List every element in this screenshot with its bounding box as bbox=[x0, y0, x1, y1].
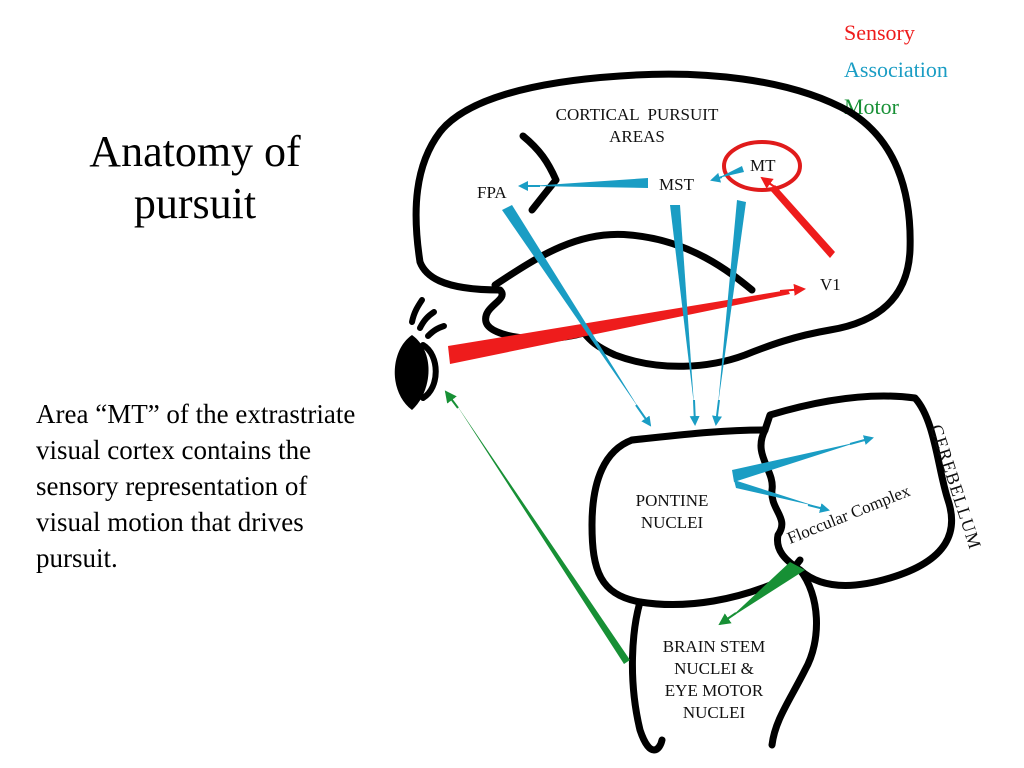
brainstem-label-line1: BRAIN STEM bbox=[663, 637, 765, 656]
brainstem-label-line4: NUCLEI bbox=[683, 703, 746, 722]
brainstem-label-line3: EYE MOTOR bbox=[665, 681, 764, 700]
eye-to-v1-tract bbox=[448, 290, 790, 364]
cortical-areas-label-line2: AREAS bbox=[609, 127, 665, 146]
sensory-pathways bbox=[448, 176, 835, 364]
slide-body-text: Area “MT” of the extrastriate visual cor… bbox=[36, 399, 356, 573]
fpa-label: FPA bbox=[477, 183, 507, 202]
floccular-to-brainstem-arrow bbox=[718, 612, 737, 626]
cerebellum-label: CEREBELLUM bbox=[926, 422, 985, 552]
brainstem-to-eye-arrow bbox=[444, 390, 459, 409]
floccular-to-brainstem-tract bbox=[730, 562, 805, 618]
pontine-to-floccular-arrow bbox=[807, 503, 830, 513]
mst-to-pontine-arrow bbox=[689, 399, 700, 426]
association-pathways bbox=[502, 166, 874, 513]
mt-label: MT bbox=[750, 156, 776, 175]
cerebellum-outline bbox=[588, 392, 956, 754]
eye-to-v1-arrow bbox=[779, 283, 806, 296]
floccular-complex-label: Floccular Complex bbox=[784, 481, 913, 548]
mst-label: MST bbox=[659, 175, 695, 194]
legend: Sensory Association Motor bbox=[844, 14, 948, 125]
mt-to-pontine-tract bbox=[718, 200, 746, 405]
legend-association: Association bbox=[844, 57, 948, 82]
pontine-label-line1: PONTINE bbox=[636, 491, 709, 510]
mt-to-mst-tract bbox=[718, 166, 744, 178]
mt-to-mst-arrow bbox=[710, 172, 723, 183]
slide-title: Anatomy of pursuit bbox=[89, 127, 301, 228]
pontine-to-cerebellum-upper-tract bbox=[732, 442, 858, 482]
v1-to-mt-tract bbox=[770, 185, 835, 258]
pontine-to-cerebellum-upper-arrow bbox=[849, 435, 874, 445]
mt-highlight-circle bbox=[722, 140, 802, 192]
motor-pathways bbox=[444, 390, 805, 664]
legend-sensory: Sensory bbox=[844, 20, 915, 45]
pontine-label-line2: NUCLEI bbox=[641, 513, 704, 532]
v1-label: V1 bbox=[820, 275, 841, 294]
fpa-to-pontine-arrow bbox=[635, 404, 652, 427]
mt-to-pontine-arrow bbox=[712, 399, 722, 426]
brainstem-label-line2: NUCLEI & bbox=[674, 659, 754, 678]
mst-to-fpa-tract bbox=[530, 178, 648, 188]
cortex-outline bbox=[412, 70, 914, 370]
cortical-areas-label-line1: CORTICAL PURSUIT bbox=[556, 105, 719, 124]
v1-to-mt-arrow bbox=[760, 176, 777, 189]
eye-icon bbox=[394, 297, 447, 410]
brainstem-to-eye-tract bbox=[456, 404, 630, 664]
pontine-to-floccular-tract bbox=[734, 480, 815, 506]
mst-to-pontine-tract bbox=[670, 205, 694, 405]
fpa-to-pontine-tract bbox=[502, 205, 640, 410]
